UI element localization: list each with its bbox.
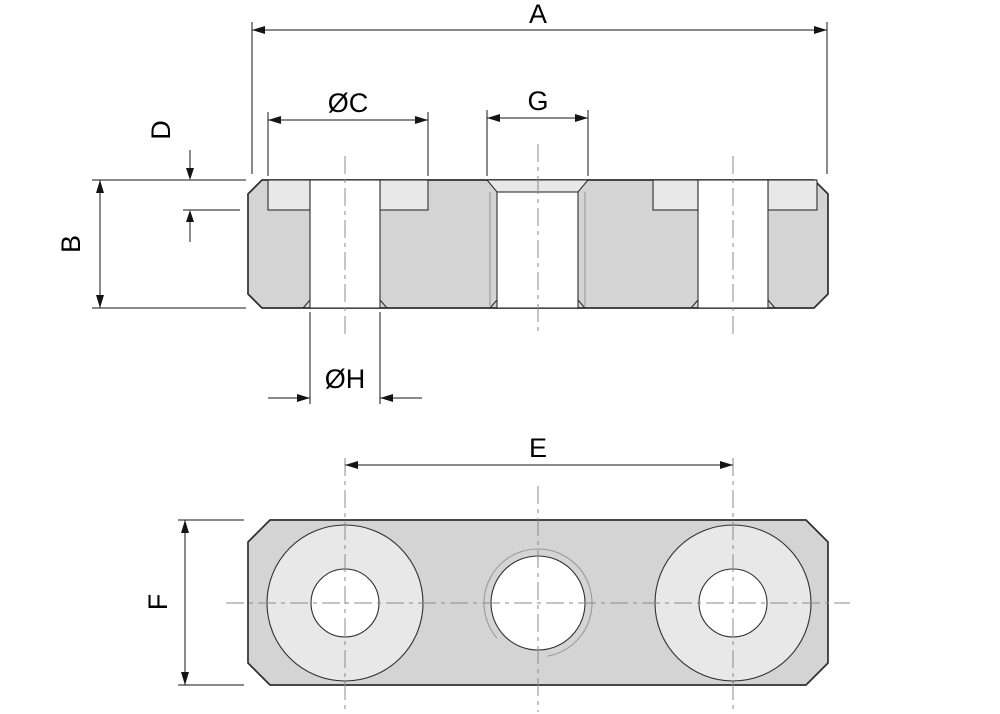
dim-e-arrow-right [720, 461, 733, 469]
dim-label-f: F [143, 594, 173, 611]
dim-a: A [251, 0, 828, 174]
dim-e: E [345, 433, 733, 469]
dim-b-arrow-top [96, 180, 104, 193]
counterbore-left-step-right [379, 179, 429, 211]
hole-right-bottom-chamfer-2 [767, 299, 776, 309]
dim-a-arrow-right [814, 26, 827, 34]
dim-d: D [92, 120, 246, 242]
dim-f-arrow-bottom [181, 672, 189, 685]
dim-d-arrow-bottom [186, 210, 194, 222]
counterbore-right-step-left [652, 179, 699, 211]
threaded-hole-bottom-chamfer-1 [489, 299, 498, 309]
hole-left-bottom-chamfer-1 [302, 299, 311, 309]
dim-d-arrow-top [186, 168, 194, 180]
dim-c: ØC [267, 88, 429, 176]
hole-right-bottom-chamfer-1 [690, 299, 699, 309]
dim-label-e: E [529, 433, 547, 463]
dim-b: B [56, 180, 246, 309]
dim-f-arrow-top [181, 520, 189, 533]
centerlines [226, 144, 850, 712]
threaded-hole-bottom-chamfer-2 [577, 299, 586, 309]
dim-label-g: G [527, 86, 548, 116]
dim-label-a: A [529, 0, 547, 29]
dim-a-arrow-left [252, 26, 265, 34]
dim-c-arrow-left [268, 116, 281, 124]
dim-label-c: ØC [328, 88, 369, 118]
hole-left-bottom-chamfer-2 [379, 299, 388, 309]
dim-label-b: B [56, 235, 86, 253]
dimensions: A ØC G D [56, 0, 828, 686]
thread-major-circle [483, 548, 593, 658]
dim-label-h: ØH [325, 364, 366, 394]
dim-h-arrow-left [297, 394, 310, 402]
dim-c-arrow-right [415, 116, 428, 124]
counterbore-left-step-left [267, 179, 311, 211]
dim-label-d: D [146, 120, 176, 140]
dim-b-arrow-bottom [96, 295, 104, 308]
dim-e-arrow-left [345, 461, 358, 469]
dim-h-arrow-right [380, 394, 393, 402]
dim-g-arrow-right [575, 114, 588, 122]
dim-h: ØH [268, 312, 422, 404]
counterbore-right-step-right [767, 179, 818, 211]
dim-g-arrow-left [487, 114, 500, 122]
dim-g: G [486, 86, 589, 176]
dim-f: F [143, 519, 244, 686]
